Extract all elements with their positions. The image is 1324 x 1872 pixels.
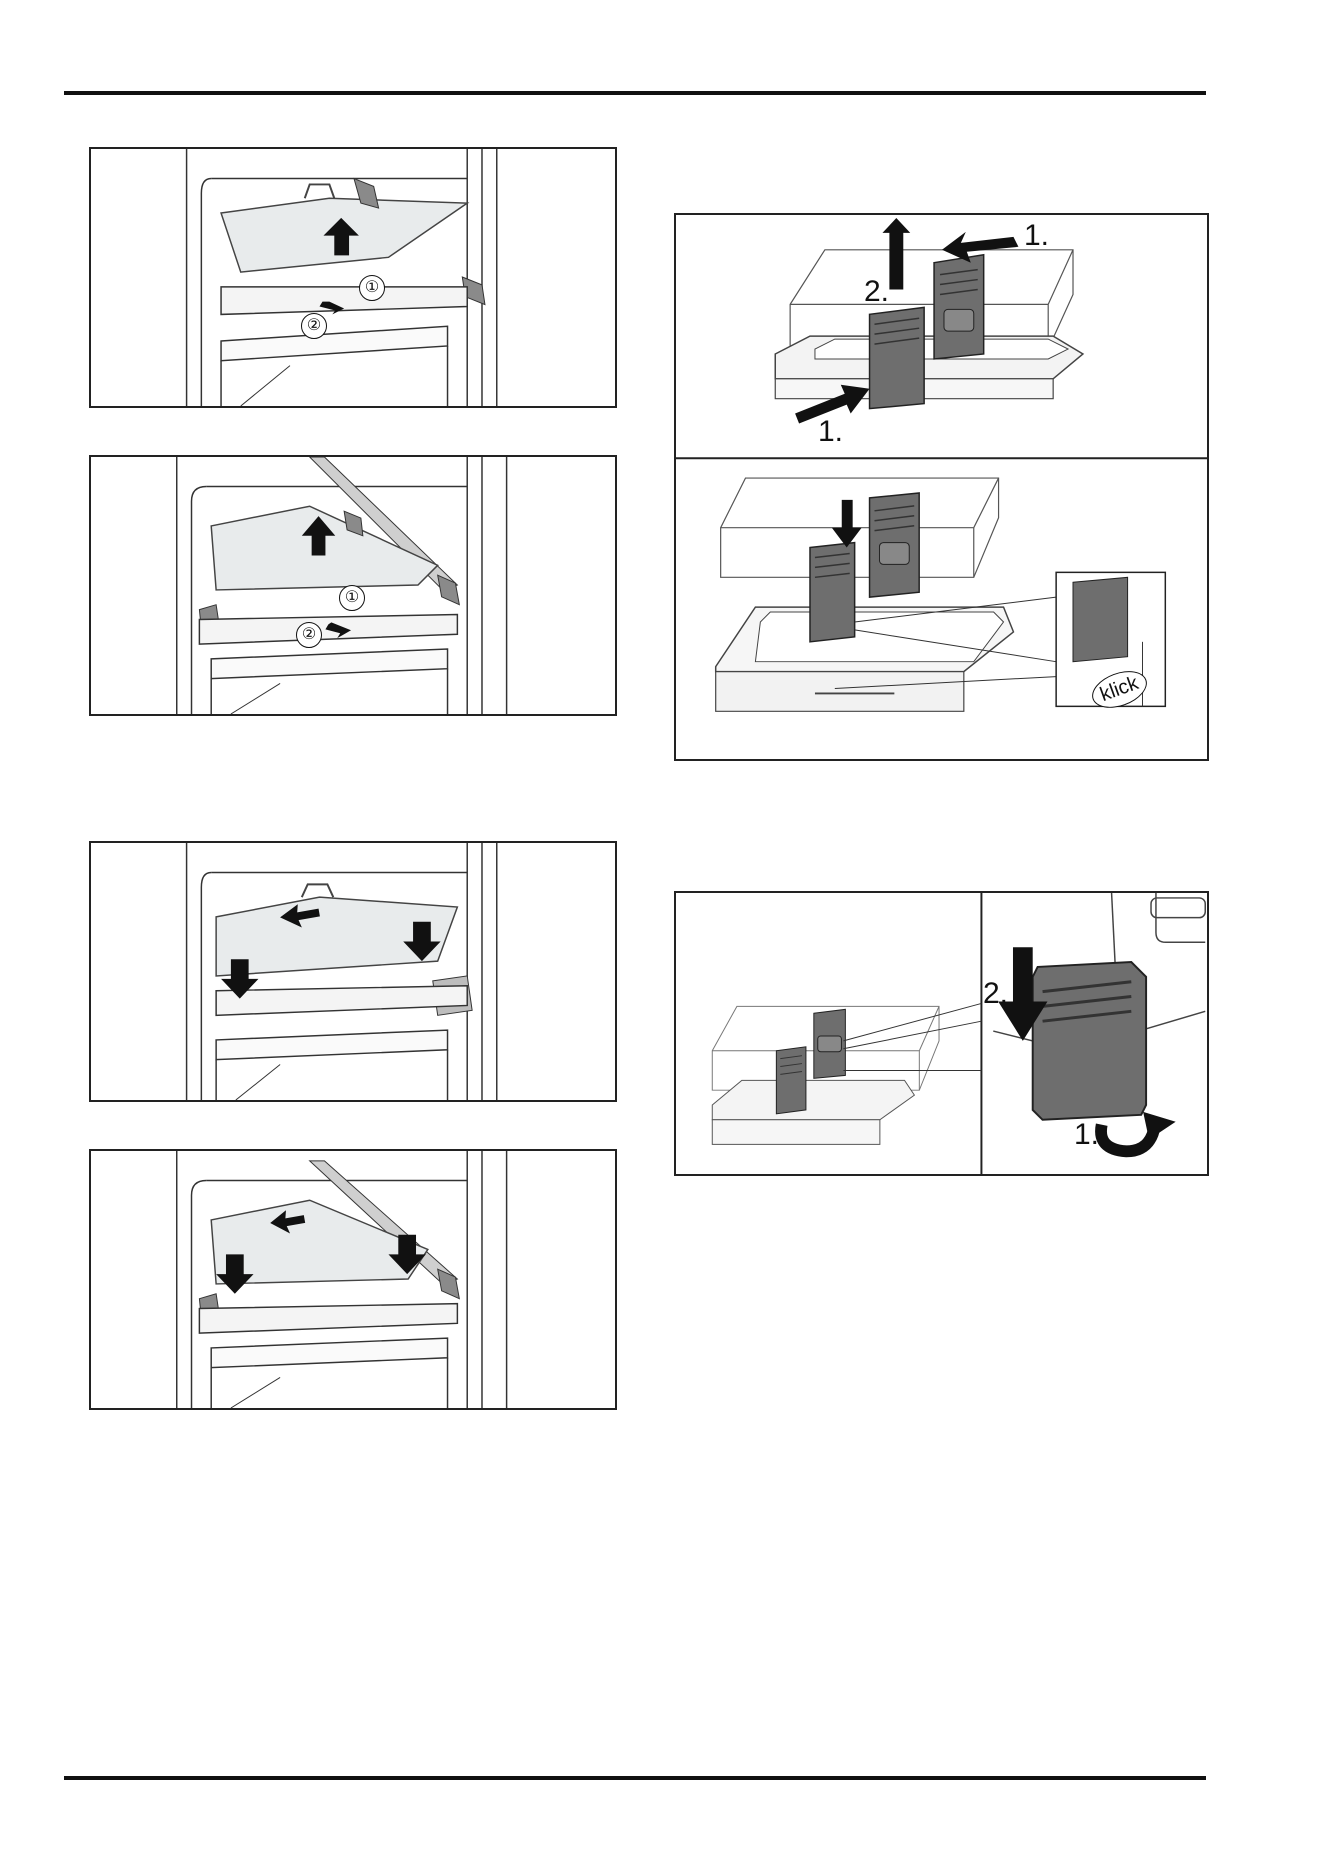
figure-shelf-removal-1: ① ②	[89, 147, 617, 408]
step-1-marker: ①	[339, 585, 365, 611]
figure-shelf-insertion-2	[89, 1149, 617, 1410]
step-2-marker: ②	[296, 622, 322, 648]
step-2-label: 2.	[864, 277, 889, 307]
header-rule	[64, 91, 1206, 95]
shelf-removal-illustration-1	[91, 149, 615, 406]
figure-shelf-removal-2: ① ②	[89, 455, 617, 716]
shelf-insertion-illustration-1	[91, 843, 615, 1100]
step-2-label: 2.	[983, 979, 1008, 1009]
arrow-down-icon	[832, 500, 862, 548]
figure-drawer-divider: 1. 2. 1. klick	[674, 213, 1209, 761]
step-1-marker: ①	[359, 275, 385, 301]
divider-tilt-illustration	[676, 893, 1207, 1174]
step-1-label: 1.	[1074, 1120, 1099, 1150]
step-2-marker: ②	[301, 313, 327, 339]
step-1-label: 1.	[1024, 221, 1049, 251]
figure-divider-tilt: 2. 1.	[674, 891, 1209, 1176]
figure-shelf-insertion-1	[89, 841, 617, 1102]
step-1-label: 1.	[818, 417, 843, 447]
footer-rule	[64, 1776, 1206, 1780]
shelf-insertion-illustration-2	[91, 1151, 615, 1408]
